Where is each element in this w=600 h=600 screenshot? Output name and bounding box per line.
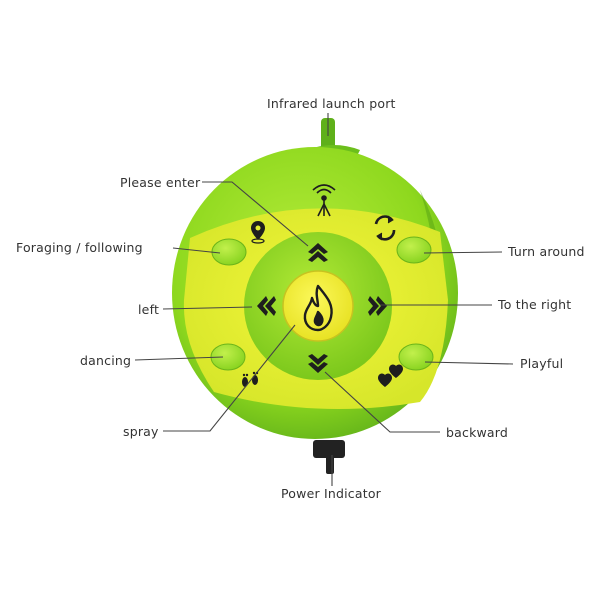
label-backward: backward bbox=[446, 425, 509, 440]
leader-lines bbox=[134, 113, 514, 486]
label-playful: Playful bbox=[520, 356, 564, 371]
label-to-the-right: To the right bbox=[498, 297, 572, 312]
label-spray: spray bbox=[123, 424, 159, 439]
arrow-up-icon bbox=[308, 243, 328, 254]
footprints-icon bbox=[242, 371, 259, 387]
location-pin-icon bbox=[251, 221, 265, 244]
label-power-indicator: Power Indicator bbox=[281, 486, 382, 501]
arrow-right-icon bbox=[368, 296, 379, 316]
playful-button bbox=[398, 343, 434, 371]
signal-tower-icon bbox=[312, 184, 336, 217]
label-turn-around: Turn around bbox=[508, 244, 585, 259]
hearts-icon bbox=[378, 364, 403, 387]
direction-arrows bbox=[257, 243, 387, 373]
arrow-down-icon bbox=[308, 354, 328, 365]
label-dancing: dancing bbox=[80, 353, 132, 368]
label-foraging-following: Foraging / following bbox=[16, 240, 143, 255]
foraging-button bbox=[211, 238, 247, 266]
turn-around-button bbox=[396, 236, 432, 264]
label-infrared-launch-port: Infrared launch port bbox=[267, 96, 396, 111]
arrow-left-icon bbox=[257, 296, 268, 316]
label-left: left bbox=[138, 302, 160, 317]
power-indicator-stub bbox=[313, 440, 345, 474]
flame-icon bbox=[303, 284, 333, 332]
rotate-icon bbox=[374, 215, 396, 241]
label-please-enter: Please enter bbox=[120, 175, 201, 190]
